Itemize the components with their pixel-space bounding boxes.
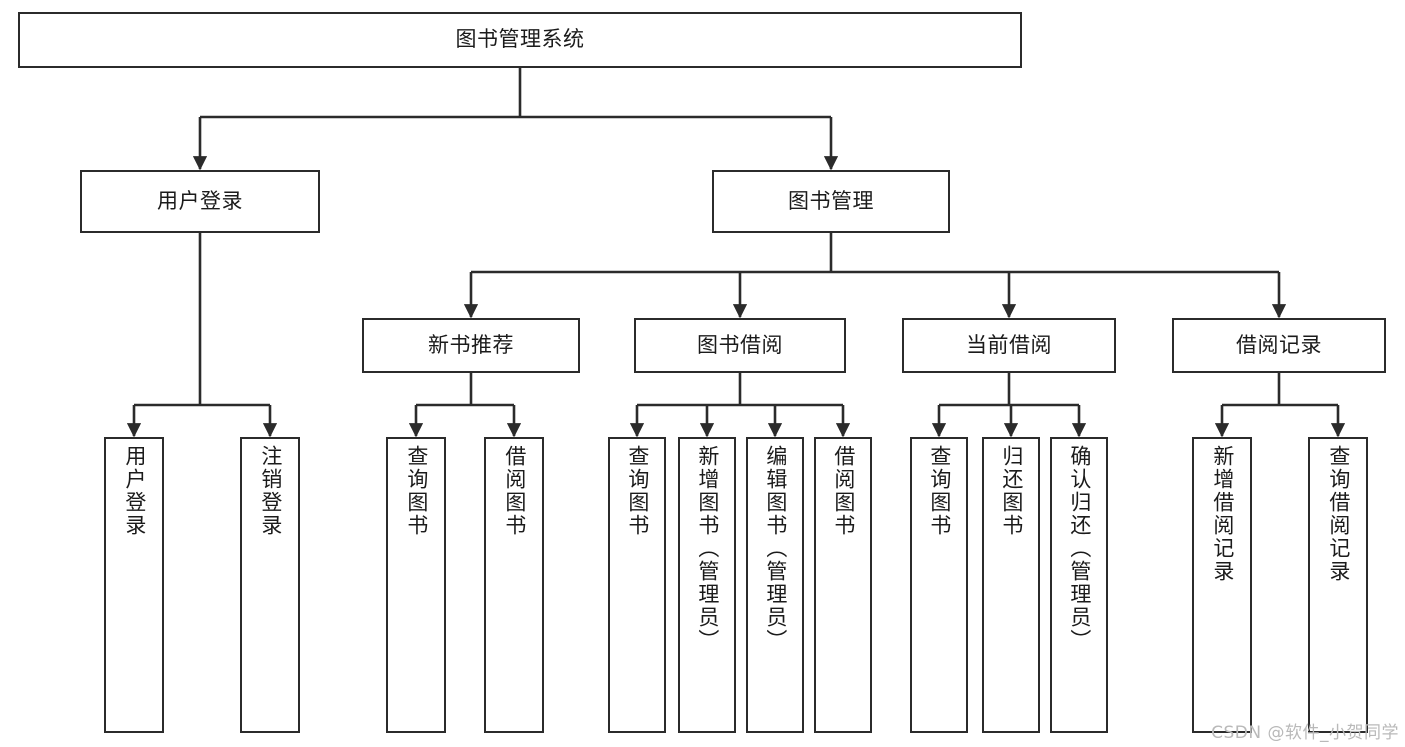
node-label: 图书管理系统 <box>455 27 585 52</box>
node-l1[interactable]: 用户登录 <box>104 437 164 733</box>
node-label: 借阅图书 <box>831 445 856 537</box>
node-label: 用户登录 <box>157 188 243 213</box>
node-records[interactable]: 借阅记录 <box>1172 318 1386 373</box>
node-label: 用户登录 <box>122 445 147 537</box>
node-root[interactable]: 图书管理系统 <box>18 12 1022 68</box>
node-label: 注销登录 <box>258 445 283 537</box>
node-label: 新增借阅记录 <box>1210 445 1235 583</box>
node-label: 图书管理 <box>788 188 874 213</box>
node-bookmgr[interactable]: 图书管理 <box>712 170 950 233</box>
node-label: 查询借阅记录 <box>1326 445 1351 583</box>
node-borrow[interactable]: 图书借阅 <box>634 318 846 373</box>
node-label: 确认归还（管理员） <box>1067 445 1092 652</box>
node-l7[interactable]: 编辑图书（管理员） <box>746 437 804 733</box>
node-l8[interactable]: 借阅图书 <box>814 437 872 733</box>
node-label: 查询图书 <box>404 445 429 537</box>
node-l11[interactable]: 确认归还（管理员） <box>1050 437 1108 733</box>
node-newrec[interactable]: 新书推荐 <box>362 318 580 373</box>
node-l2[interactable]: 注销登录 <box>240 437 300 733</box>
node-l12[interactable]: 新增借阅记录 <box>1192 437 1252 733</box>
node-label: 借阅记录 <box>1236 332 1322 357</box>
node-label: 图书借阅 <box>697 332 783 357</box>
node-label: 编辑图书（管理员） <box>763 445 788 652</box>
node-label: 查询图书 <box>927 445 952 537</box>
node-label: 归还图书 <box>999 445 1024 537</box>
node-l6[interactable]: 新增图书（管理员） <box>678 437 736 733</box>
node-label: 新书推荐 <box>428 332 514 357</box>
node-l4[interactable]: 借阅图书 <box>484 437 544 733</box>
node-l3[interactable]: 查询图书 <box>386 437 446 733</box>
node-label: 新增图书（管理员） <box>695 445 720 652</box>
node-l10[interactable]: 归还图书 <box>982 437 1040 733</box>
node-l9[interactable]: 查询图书 <box>910 437 968 733</box>
node-current[interactable]: 当前借阅 <box>902 318 1116 373</box>
node-login[interactable]: 用户登录 <box>80 170 320 233</box>
watermark-label: CSDN @软件_小贺同学 <box>1211 723 1399 743</box>
node-label: 借阅图书 <box>502 445 527 537</box>
node-l13[interactable]: 查询借阅记录 <box>1308 437 1368 733</box>
node-l5[interactable]: 查询图书 <box>608 437 666 733</box>
node-label: 当前借阅 <box>966 332 1052 357</box>
node-label: 查询图书 <box>625 445 650 537</box>
